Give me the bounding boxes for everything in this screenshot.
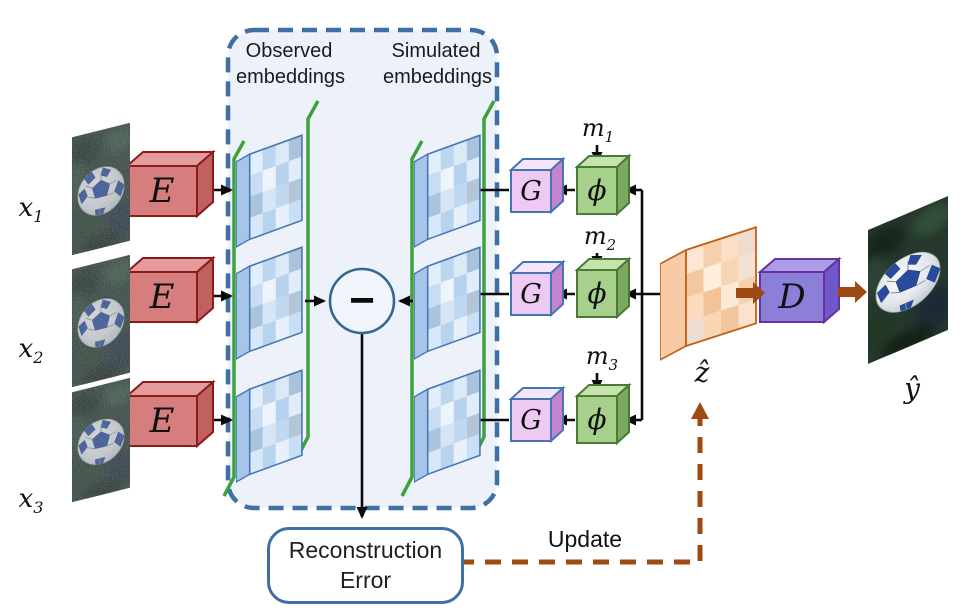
encoder1-letter: E xyxy=(149,171,175,211)
encoder-box-3 xyxy=(124,379,216,449)
update-label: Update xyxy=(547,526,623,552)
update-dashed-path xyxy=(458,415,703,565)
observed-embeddings-stack xyxy=(236,134,303,483)
observed-right-bracket xyxy=(296,100,320,457)
generator1-letter: G xyxy=(520,175,542,207)
generator3-letter: G xyxy=(520,404,542,436)
output-y-label: ŷ xyxy=(904,372,920,405)
update-feedback xyxy=(458,402,709,565)
simulated-embeddings-stack xyxy=(414,134,481,483)
minus-operator: − xyxy=(349,276,375,325)
observed-embeddings-header: Observed embeddings xyxy=(236,38,345,91)
encoder-boxes xyxy=(124,149,216,449)
input-image-x2 xyxy=(72,255,130,387)
recon-line1: Reconstruction xyxy=(288,537,443,564)
generator-box-3 xyxy=(508,385,566,444)
recon-line2: Error xyxy=(339,566,392,593)
x1-label: x1 xyxy=(18,193,44,227)
x3-label: x3 xyxy=(18,484,44,518)
latent-z-label: ẑ xyxy=(694,356,710,389)
simulated-header-line1: Simulated xyxy=(391,40,481,62)
encoder3-letter: E xyxy=(149,401,175,441)
reconstruction-error-box: Reconstruction Error xyxy=(267,527,464,604)
observed-left-bracket xyxy=(222,140,246,497)
generator-box-1 xyxy=(508,156,566,215)
update-arrowhead xyxy=(691,402,709,419)
mask-fn1-letter: ϕ xyxy=(587,174,607,207)
simulated-left-bracket xyxy=(400,140,424,497)
input-image-x1 xyxy=(72,123,130,255)
arrow-decoder-to-output xyxy=(838,281,867,303)
mask-fn2-letter: ϕ xyxy=(587,277,607,310)
encoder2-letter: E xyxy=(149,277,175,317)
input-image-x3 xyxy=(72,378,130,502)
mask-fn-box-1 xyxy=(574,153,632,217)
mask-fn-box-2 xyxy=(574,256,632,320)
minus-node xyxy=(328,267,396,335)
mask-fn-box-3 xyxy=(574,382,632,446)
arrow-latent-to-decoder xyxy=(736,282,765,304)
generator2-letter: G xyxy=(520,278,542,310)
mask-fn-boxes xyxy=(574,153,632,446)
generator-box-2 xyxy=(508,259,566,318)
simulated-embeddings-header: Simulated embeddings xyxy=(383,38,492,91)
observed-header-line1: Observed xyxy=(245,40,333,62)
decoder-box xyxy=(757,256,842,325)
encoder-box-2 xyxy=(124,255,216,325)
m3-label: m3 xyxy=(585,342,619,374)
simulated-header-line2: embeddings xyxy=(383,66,492,89)
x2-label: x2 xyxy=(18,334,44,368)
observed-header-line2: embeddings xyxy=(236,66,345,89)
flow-arrows xyxy=(736,281,867,304)
decoder-letter: D xyxy=(778,277,806,317)
mask-fn3-letter: ϕ xyxy=(587,403,607,436)
encoder-box-1 xyxy=(124,149,216,219)
generator-boxes xyxy=(508,156,566,444)
m1-label: m1 xyxy=(581,114,615,146)
m2-label: m2 xyxy=(583,222,617,254)
